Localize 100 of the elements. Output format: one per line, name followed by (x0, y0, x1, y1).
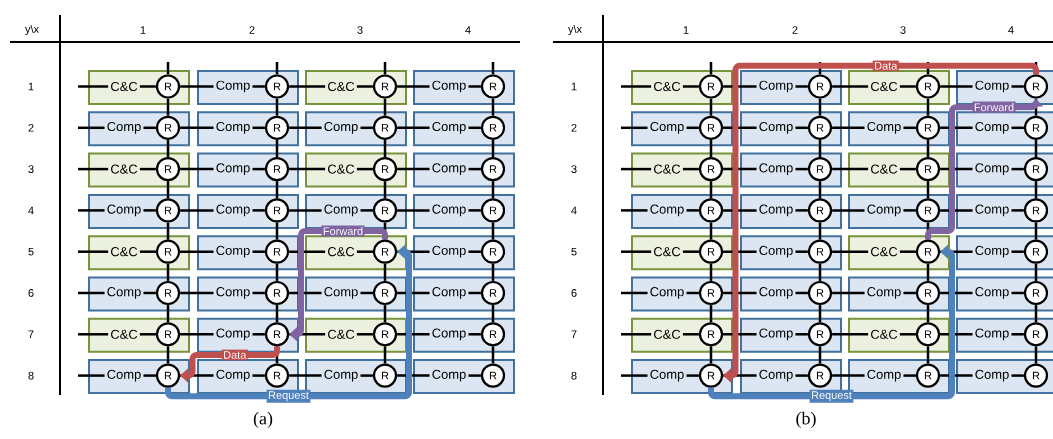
mesh-line (468, 333, 481, 336)
mesh-line (940, 291, 973, 295)
panel-caption: (b) (796, 411, 816, 429)
mesh-line (143, 374, 156, 377)
tile-label: Comp (650, 204, 684, 217)
mesh-line (682, 167, 699, 171)
row-number: 5 (28, 247, 34, 256)
mesh-line (1034, 222, 1038, 240)
tile-label: Comp (975, 245, 1009, 258)
mesh-line (621, 291, 648, 295)
mesh-line (1034, 263, 1038, 281)
mesh-line (832, 291, 865, 295)
mesh-line (275, 181, 279, 199)
row-number: 7 (28, 330, 34, 339)
mesh-line (903, 291, 916, 295)
axis-corner-label: y\x (568, 24, 582, 36)
mesh-line (940, 374, 973, 377)
tile-label: C&C (111, 247, 138, 257)
mesh-line (180, 250, 214, 253)
route-arrow (723, 62, 1039, 383)
mesh-line (166, 62, 170, 75)
tile-label: Comp (759, 245, 793, 258)
mesh-line (139, 85, 156, 88)
column-number: 1 (683, 26, 689, 34)
mesh-line (275, 305, 279, 323)
mesh-line (166, 181, 170, 199)
row-number: 8 (28, 371, 34, 380)
mesh-line (289, 374, 322, 377)
tile-label: C&C (328, 81, 355, 92)
mesh-line (709, 222, 713, 240)
mesh-line (818, 139, 822, 157)
row-number: 2 (571, 124, 577, 132)
row-number: 5 (571, 247, 577, 256)
mesh-line (289, 167, 326, 171)
mesh-line (832, 209, 865, 212)
mesh-line (289, 291, 322, 295)
mesh-line (682, 85, 699, 88)
mesh-line (1034, 139, 1038, 157)
mesh-line (383, 98, 387, 116)
edge-label: Forward (321, 225, 365, 237)
tile-label: Comp (107, 121, 141, 134)
mesh-line (818, 346, 822, 364)
mesh-line (491, 346, 495, 364)
row-number: 3 (571, 165, 577, 173)
mesh-line (723, 167, 757, 171)
tile-label: Comp (759, 204, 793, 217)
mesh-line (289, 250, 326, 253)
tile-label: C&C (871, 164, 898, 174)
mesh-line (468, 209, 481, 212)
mesh-line (468, 167, 481, 171)
panel-caption: (a) (253, 411, 273, 429)
mesh-line (360, 374, 373, 377)
tile-label: Comp (759, 328, 793, 341)
mesh-line (180, 333, 214, 336)
mesh-line (899, 333, 916, 336)
mesh-line (397, 291, 430, 295)
mesh-line (686, 126, 699, 130)
tile-label: C&C (654, 164, 681, 174)
tile-label: Comp (867, 204, 901, 217)
mesh-line (899, 250, 916, 253)
tile-label: Comp (216, 328, 250, 341)
mesh-line (899, 167, 916, 171)
mesh-line (166, 263, 170, 281)
mesh-line (78, 85, 109, 88)
mesh-line (621, 85, 652, 88)
tile-label: Comp (650, 369, 684, 382)
mesh-line (180, 85, 214, 88)
tile-label: C&C (654, 247, 681, 257)
row-number: 1 (571, 82, 577, 91)
mesh-line (275, 62, 279, 75)
tile-label: Comp (216, 80, 250, 93)
column-number: 3 (357, 26, 363, 34)
mesh-line (1011, 167, 1024, 171)
mesh-line (709, 346, 713, 364)
mesh-line (468, 126, 481, 130)
mesh-line (818, 181, 822, 199)
mesh-line (356, 85, 373, 88)
mesh-line (166, 222, 170, 240)
tile-label: Comp (324, 369, 358, 382)
mesh-line (1011, 85, 1024, 88)
mesh-line (621, 374, 648, 377)
mesh-line (397, 126, 430, 130)
mesh-line (360, 291, 373, 295)
tile-label: Comp (432, 369, 466, 382)
tile-label: Comp (650, 287, 684, 299)
tile-label: Comp (650, 121, 684, 134)
mesh-line (139, 333, 156, 336)
mesh-line (926, 139, 930, 157)
row-number: 4 (571, 206, 577, 215)
tile-label: Comp (216, 287, 250, 299)
edge-label: Forward (972, 101, 1016, 113)
mesh-line (940, 250, 973, 253)
mesh-line (180, 374, 214, 377)
mesh-line (275, 139, 279, 157)
row-number: 3 (28, 165, 34, 173)
mesh-line (940, 167, 973, 171)
mesh-line (903, 374, 916, 377)
mesh-line (723, 333, 757, 336)
tile-label: Comp (216, 163, 250, 175)
row-number: 4 (28, 206, 34, 215)
